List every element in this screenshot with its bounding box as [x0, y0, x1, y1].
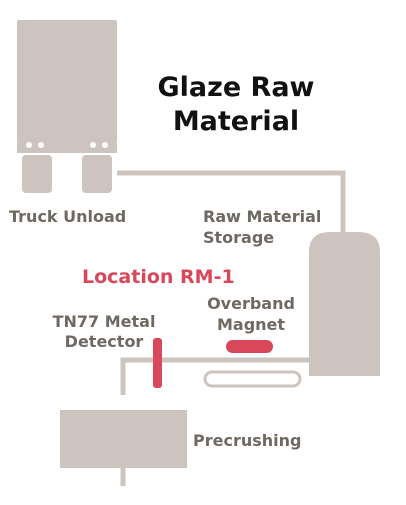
precrushing-label: Precrushing — [193, 431, 301, 450]
title-line-2: Material — [173, 106, 299, 137]
conveyor-line-to-storage — [117, 170, 346, 232]
overband-conveyor — [203, 370, 302, 388]
overband-label-line-2: Magnet — [217, 315, 285, 334]
truck-bumper — [17, 143, 117, 153]
truck-lights — [26, 142, 108, 148]
truck-wheel-right — [82, 155, 112, 193]
truck-graphic — [17, 20, 117, 193]
metal-detector — [153, 338, 162, 388]
overband-magnet — [226, 340, 273, 353]
raw-material-label-line-1: Raw Material — [203, 207, 321, 226]
detector-label-line-2: Detector — [65, 332, 144, 351]
precrusher — [60, 410, 187, 468]
location-label: Location RM-1 — [82, 266, 235, 288]
raw-material-label-line-2: Storage — [203, 228, 274, 247]
truck-trailer — [17, 20, 117, 143]
silo-outlet-line — [120, 357, 309, 395]
title-line-1: Glaze Raw — [157, 72, 314, 103]
storage-silo — [309, 232, 380, 376]
detector-label-line-1: TN77 Metal — [53, 312, 156, 331]
overband-label-line-1: Overband — [207, 294, 295, 313]
truck-wheel-left — [22, 155, 52, 193]
truck-unload-label: Truck Unload — [9, 207, 126, 226]
